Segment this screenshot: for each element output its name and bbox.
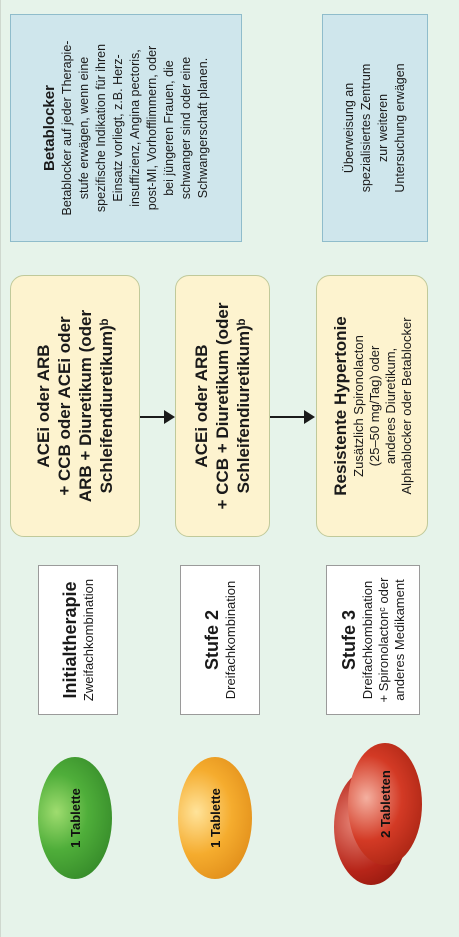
pill-step2-label: 1 Tablette xyxy=(207,788,223,848)
betablocker-line-3: spezifische Indikation für ihren xyxy=(94,43,108,213)
pill-initial: 1 Tablette xyxy=(38,757,112,879)
referral-line-1: Überweisung an xyxy=(342,82,356,174)
betablocker-line-9: Schwangerschaft planen. xyxy=(196,57,210,199)
therapy-step2-line-2: + CCB + Diuretikum (oder xyxy=(213,302,232,510)
betablocker-title: Betablocker xyxy=(41,85,58,171)
pill-step3-label: 2 Tabletten xyxy=(377,770,393,838)
stage-initial-title: Initialtherapie xyxy=(59,581,80,699)
betablocker-box: Betablocker Betablocker auf jeder Therap… xyxy=(10,14,242,242)
therapy-step3-line-1: Zusätzlich Spironolacton xyxy=(350,335,366,477)
therapy-step3-line-3: anderes Diuretikum, xyxy=(382,347,398,465)
therapy-initial: ACEi oder ARB + CCB oder ACEi oder ARB +… xyxy=(10,275,140,537)
therapy-step3-title: Resistente Hypertonie xyxy=(330,316,350,496)
stage-step3-line-3: anderes Medikament xyxy=(391,579,407,701)
stage-initial: Initialtherapie Zweifachkombination xyxy=(38,565,118,715)
therapy-step2-line-3: Schleifendiuretikum)ᵇ xyxy=(234,318,253,494)
referral-box: Überweisung an spezialisiertes Zentrum z… xyxy=(322,14,428,242)
pill-step2: 1 Tablette xyxy=(178,757,252,879)
betablocker-line-8: schwanger sind oder eine xyxy=(179,56,193,200)
stage-step3-line-1: Dreifachkombination xyxy=(359,580,375,700)
pill-initial-label: 1 Tablette xyxy=(67,788,83,848)
therapy-initial-line-2: + CCB oder ACEi oder xyxy=(55,316,74,496)
therapy-step2: ACEi oder ARB + CCB + Diuretikum (oder S… xyxy=(175,275,270,537)
arrow-initial-to-step2 xyxy=(140,410,175,424)
betablocker-line-4: Einsatz vorliegt, z.B. Herz- xyxy=(111,54,125,202)
therapy-initial-line-4: Schleifendiuretikum)ᵇ xyxy=(97,318,116,494)
betablocker-line-2: stufe erwägen, wenn eine xyxy=(77,56,91,200)
stage-step3-line-2: + Spironolactonᶜ oder xyxy=(375,577,391,703)
betablocker-line-5: insuffizienz, Angina pectoris, xyxy=(128,49,142,207)
referral-line-2: spezialisiertes Zentrum xyxy=(359,63,373,193)
stage-initial-subtitle: Zweifachkombination xyxy=(80,578,96,702)
stage-step3-title: Stufe 3 xyxy=(338,610,359,671)
betablocker-line-1: Betablocker auf jeder Therapie- xyxy=(60,40,74,216)
stage-step2-title: Stufe 2 xyxy=(201,610,222,671)
referral-line-4: Untersuchung erwägen xyxy=(393,63,407,193)
pill-step3-front: 2 Tabletten xyxy=(348,743,422,865)
referral-line-3: zur weiteren xyxy=(376,93,390,163)
therapy-initial-line-1: ACEi oder ARB xyxy=(34,344,53,468)
stage-step2: Stufe 2 Dreifachkombination xyxy=(180,565,260,715)
therapy-step3: Resistente Hypertonie Zusätzlich Spirono… xyxy=(316,275,428,537)
betablocker-line-6: post-MI, Vorhofflimmern, oder xyxy=(145,45,159,211)
stage-step2-subtitle: Dreifachkombination xyxy=(222,580,238,700)
therapy-step2-line-1: ACEi oder ARB xyxy=(192,344,211,468)
therapy-initial-line-3: ARB + Diuretikum (oder xyxy=(76,309,95,503)
stage-step3: Stufe 3 Dreifachkombination + Spironolac… xyxy=(326,565,420,715)
therapy-step3-line-2: (25–50 mg/Tag) oder xyxy=(366,345,382,467)
top-border-line xyxy=(0,0,1,937)
arrow-step2-to-step3 xyxy=(270,410,315,424)
therapy-step3-line-4: Alphablocker oder Betablocker xyxy=(398,317,414,495)
betablocker-line-7: bei jüngeren Frauen, die xyxy=(162,60,176,196)
